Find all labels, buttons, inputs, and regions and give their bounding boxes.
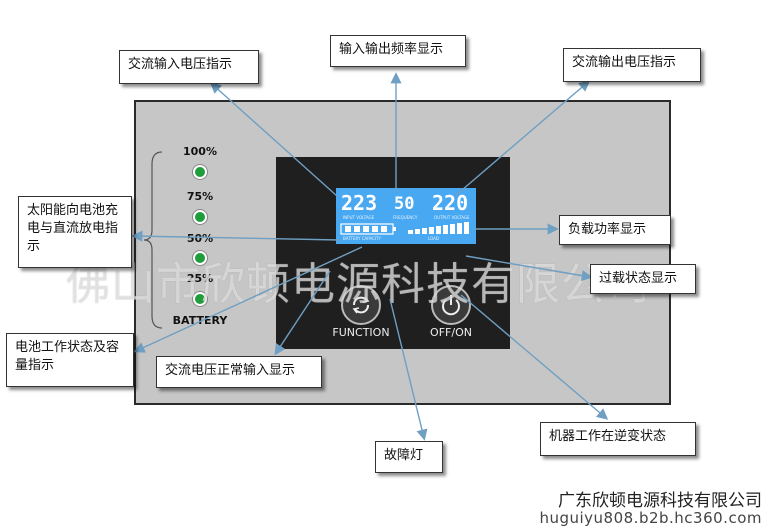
callout-load-power: 负载功率显示 [559,215,671,245]
battery-led-100 [193,165,207,179]
function-button[interactable] [341,285,381,325]
lcd-frequency-caption: FREQUENCY [393,215,418,220]
battery-label: BATTERY [172,314,228,327]
lcd-screen [336,188,476,244]
battery-level-75-label: 75% [186,190,214,203]
lcd-input-caption: INPUT VOLTAGE [343,215,375,220]
callout-ac-normal-input: 交流电压正常输入显示 [156,356,322,388]
lcd-output-caption: OUTPUT VOLTAGE [434,215,470,220]
footer-url: huguiyu808.b2b.hc360.com [539,509,762,527]
callout-overload: 过载状态显示 [590,264,696,294]
battery-level-100-label: 100% [183,145,217,158]
callout-solar-charge: 太阳能向电池充电与直流放电指示 [18,196,132,268]
function-button-label: FUNCTION [332,326,390,339]
battery-led-25 [193,292,207,306]
lcd-frequency: 50 [394,194,415,214]
power-button-label: OFF/ON [430,326,472,339]
lcd-load-bar [408,222,469,234]
callout-inverter-status: 机器工作在逆变状态 [540,422,696,456]
callout-battery-status: 电池工作状态及容量指示 [6,333,134,387]
lcd-battery-capacity-icon [340,223,396,235]
battery-led-50 [193,251,207,265]
callout-fault-light: 故障灯 [375,441,443,473]
lcd-output-voltage: 220 [432,191,469,215]
lcd-load-caption: LOAD [428,236,439,241]
footer-company: 广东欣顿电源科技有限公司 [558,491,762,511]
callout-ac-output-voltage: 交流输出电压指示 [563,48,701,82]
battery-level-25-label: 25% [186,272,214,285]
power-button[interactable] [431,285,471,325]
power-icon [442,295,460,316]
battery-brace [143,151,163,329]
refresh-icon [352,296,370,314]
battery-led-75 [193,210,207,224]
battery-level-50-label: 50% [186,232,214,245]
callout-ac-input-voltage: 交流输入电压指示 [119,50,259,84]
lcd-input-voltage: 223 [341,191,378,215]
lcd-battery-caption: BATTERY CAPACITY [343,236,381,241]
watermark: 佛山市欣顿电源科技有限公司 [66,259,651,310]
callout-io-frequency: 输入输出频率显示 [330,35,466,67]
